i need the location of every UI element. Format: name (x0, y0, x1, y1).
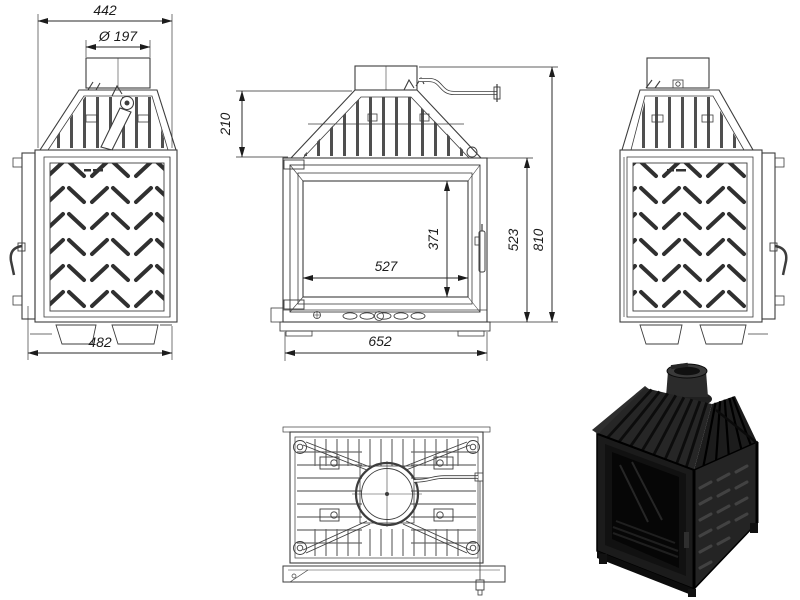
door-handle (9, 242, 26, 276)
dim-label-flue-diameter: Ø 197 (98, 28, 138, 44)
dim-glass-height: 371 (426, 180, 450, 298)
base (30, 321, 177, 345)
chevron-panel (49, 162, 165, 312)
door-handle (769, 242, 788, 276)
chevron-panel (632, 162, 748, 312)
flue-opening (352, 461, 422, 527)
dim-body-height: 523 (487, 157, 558, 323)
body (12, 149, 178, 323)
hood (38, 81, 177, 151)
dim-label-glass-width: 527 (375, 259, 398, 274)
hinge-bottom (283, 299, 305, 310)
dim-label-side-depth: 482 (88, 334, 112, 350)
body (619, 149, 785, 323)
dim-label-body-height: 523 (506, 228, 521, 251)
front-view (270, 65, 501, 337)
base (620, 321, 768, 345)
dimensions: 442 Ø 197 482 210 371 527 (27, 2, 558, 361)
foot-left (599, 554, 607, 564)
dim-label-hood-height: 210 (218, 112, 233, 136)
dim-label-front-width: 652 (368, 333, 392, 349)
flue-collar-3d (666, 371, 708, 397)
dim-glass-width: 527 (302, 259, 469, 281)
hood-ribs (606, 388, 708, 468)
right-side-view (619, 57, 788, 345)
dim-top-width: 442 (37, 2, 173, 148)
door (282, 157, 488, 323)
damper-rod (413, 472, 485, 596)
dim-front-width: 652 (284, 332, 488, 361)
bottom-plate (282, 565, 506, 583)
damper-lever (100, 84, 135, 151)
hood (621, 79, 754, 151)
corner-bolts (293, 440, 480, 555)
handle-3d (684, 532, 689, 548)
dim-side-depth: 482 (27, 306, 173, 360)
chevron-3d (698, 464, 749, 570)
foot-front (688, 589, 696, 597)
foot-right (750, 523, 758, 533)
base-shadow (597, 551, 694, 596)
dim-total-height: 810 (419, 66, 558, 323)
flue-collar (646, 57, 710, 89)
vent-strip (270, 307, 487, 323)
dim-label-glass-height: 371 (426, 228, 441, 251)
clamp-brackets (319, 456, 454, 522)
base (279, 321, 491, 337)
hinge-top (283, 159, 305, 170)
damper-rod (419, 78, 501, 102)
left-side-view (9, 57, 178, 345)
dim-flue-diameter: Ø 197 (85, 28, 151, 57)
hood-right-facet (694, 396, 757, 470)
top-view (282, 426, 506, 596)
dim-label-top-width: 442 (93, 2, 117, 18)
panel-marking (667, 169, 686, 172)
glass-reflections (619, 461, 663, 523)
diagonal-braces (302, 441, 471, 554)
dim-hood-height: 210 (218, 90, 352, 158)
hood (289, 76, 483, 159)
door-handle (474, 224, 486, 273)
ribs (297, 439, 476, 556)
firebox-grate (612, 520, 679, 558)
dim-label-total-height: 810 (531, 228, 546, 251)
panel-marking (84, 169, 103, 172)
air-control-knob (374, 311, 384, 321)
product-render (592, 362, 759, 597)
glass (302, 180, 469, 298)
